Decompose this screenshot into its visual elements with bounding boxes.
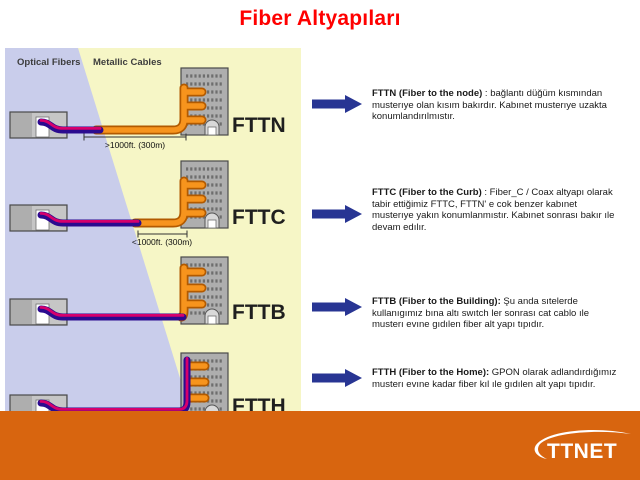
fttn-note-heading: FTTN (Fiber to the node): [372, 88, 483, 99]
distance-label: >1000ft. (300m): [105, 140, 165, 150]
ttnet-logo-text: TTNET: [547, 440, 617, 463]
distance-measure: >1000ft. (300m): [83, 133, 187, 150]
ftth-note-body: GPON olarak adlandırdığımız musterı evın…: [372, 367, 617, 390]
page-title: Fiber Altyapıları: [239, 7, 401, 30]
fttb-note-heading: FTTB (Fiber to the Building):: [372, 296, 501, 307]
fttc-row: <1000ft. (300m) FTTC: [9, 160, 286, 247]
fttb-arrow-icon: [312, 298, 362, 316]
fiber-architecture-diagram: Optical Fibers Metallic Cables: [5, 48, 301, 433]
building-door: [204, 119, 220, 136]
ftth-note-heading: FTTH (Fiber to the Home):: [372, 367, 490, 378]
building-door: [204, 308, 220, 325]
central-office-building: [9, 298, 68, 326]
fttn-arrow-icon: [312, 95, 362, 113]
fttn-note-body: : bağlantı düğüm kısmından musterıye ola…: [372, 88, 607, 122]
fttc-note: FTTC (Fiber to the Curb) : Fiber_C / Coa…: [372, 187, 620, 233]
fiber-cable: [37, 211, 142, 227]
fiber-cable: [37, 305, 187, 321]
building-door: [204, 212, 220, 229]
copper-cable: [184, 361, 210, 403]
fttn-label: FTTN: [232, 114, 286, 137]
fttb-label: FTTB: [232, 301, 286, 324]
swoosh-icon: [534, 429, 631, 459]
fttc-label: FTTC: [232, 206, 286, 229]
copper-cable: [91, 83, 207, 135]
fttc-arrow-icon: [312, 205, 362, 223]
fttc-note-body: : Fiber_C / Coax altyapı olarak tabir et…: [372, 187, 615, 233]
footer-band: [0, 411, 640, 480]
distance-measure: <1000ft. (300m): [132, 230, 192, 247]
copper-cable: [130, 176, 207, 228]
fttc-note-heading: FTTC (Fiber to the Curb): [372, 187, 482, 198]
ttnet-logo: TTNET: [534, 429, 631, 463]
fttn-row: >1000ft. (300m) FTTN: [9, 67, 286, 150]
fttb-note-body: Şu anda sıtelerde kullanıgımız bına altı…: [372, 296, 590, 330]
central-office-building: [9, 111, 68, 139]
metallic-cables-label: Metallic Cables: [93, 57, 162, 68]
fttn-note: FTTN (Fiber to the node) : bağlantı düğü…: [372, 88, 620, 123]
optical-region: [5, 48, 197, 433]
fttb-note: FTTB (Fiber to the Building): Şu anda sı…: [372, 296, 620, 331]
fttb-row: FTTB: [9, 256, 286, 326]
central-office-building: [9, 204, 68, 232]
ftth-note: FTTH (Fiber to the Home): GPON olarak ad…: [372, 367, 620, 390]
ftth-arrow-icon: [312, 369, 362, 387]
fiber-cable: [37, 118, 104, 134]
optical-fibers-label: Optical Fibers: [17, 57, 80, 68]
distance-label: <1000ft. (300m): [132, 237, 192, 247]
